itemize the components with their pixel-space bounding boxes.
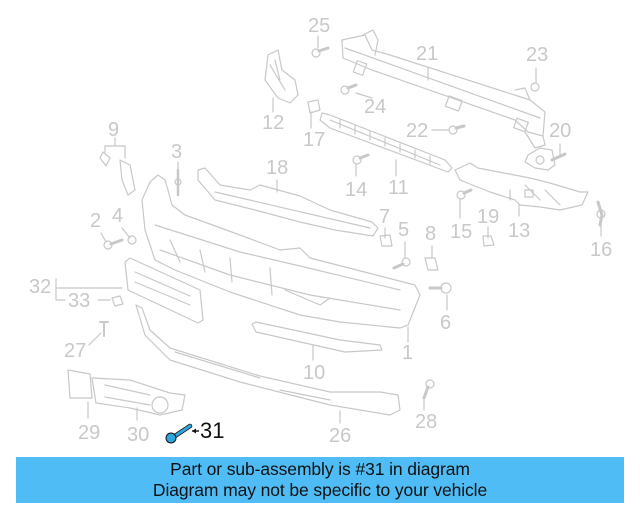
leader-lines [55, 35, 602, 424]
callout-23[interactable]: 23 [526, 44, 549, 66]
banner-part-line: Part or sub-assembly is #31 in diagram [170, 459, 470, 479]
side-grille-part [91, 377, 186, 416]
upper-cover-part [197, 167, 379, 237]
callout-8[interactable]: 8 [425, 223, 437, 245]
callout-13[interactable]: 13 [508, 220, 531, 242]
callout-25[interactable]: 25 [308, 15, 331, 37]
callout-27[interactable]: 27 [64, 340, 87, 362]
info-banner: Part or sub-assembly is #31 in diagram D… [16, 457, 624, 503]
callout-14[interactable]: 14 [345, 179, 368, 201]
part-31-screw-icon[interactable] [165, 423, 199, 444]
callout-17[interactable]: 17 [303, 129, 326, 151]
bumper-cover-part [141, 174, 421, 329]
right-bracket-part [454, 162, 589, 211]
callout-18[interactable]: 18 [266, 157, 289, 179]
banner-disclaimer-line: Diagram may not be specific to your vehi… [152, 480, 488, 500]
small-bracket-part [524, 147, 567, 171]
reinforcement-beam-part [341, 29, 546, 149]
parts-diagram [55, 29, 606, 444]
license-plate-bracket-part [124, 257, 204, 324]
callout-12[interactable]: 12 [262, 112, 285, 134]
callout-16[interactable]: 16 [590, 239, 613, 261]
callout-4[interactable]: 4 [112, 205, 124, 227]
callout-30[interactable]: 30 [127, 424, 150, 446]
callout-6[interactable]: 6 [440, 312, 452, 334]
callout-2[interactable]: 2 [90, 210, 102, 232]
trim-strip-part [251, 321, 383, 353]
callout-29[interactable]: 29 [78, 422, 101, 444]
callout-32[interactable]: 32 [29, 276, 52, 298]
lower-spoiler-part [135, 304, 401, 416]
callout-1[interactable]: 1 [402, 342, 414, 364]
callout-3[interactable]: 3 [171, 141, 183, 163]
callout-22[interactable]: 22 [406, 120, 429, 142]
energy-absorber-part [319, 112, 453, 173]
callout-20[interactable]: 20 [549, 120, 572, 142]
callout-5[interactable]: 5 [398, 219, 410, 241]
callout-15[interactable]: 15 [450, 221, 473, 243]
callout-31-highlighted[interactable]: 31 [200, 418, 225, 443]
callout-19[interactable]: 19 [477, 206, 500, 228]
callout-10[interactable]: 10 [303, 362, 326, 384]
callout-7[interactable]: 7 [379, 206, 391, 228]
callout-21[interactable]: 21 [416, 43, 439, 65]
callout-24[interactable]: 24 [364, 96, 387, 118]
callout-9[interactable]: 9 [108, 119, 120, 141]
left-bracket-part [264, 49, 299, 104]
callout-26[interactable]: 26 [329, 425, 352, 447]
callout-33[interactable]: 33 [68, 290, 91, 312]
callout-11[interactable]: 11 [388, 177, 409, 199]
callout-28[interactable]: 28 [415, 411, 438, 433]
fog-lamp-cover-part [67, 369, 93, 399]
